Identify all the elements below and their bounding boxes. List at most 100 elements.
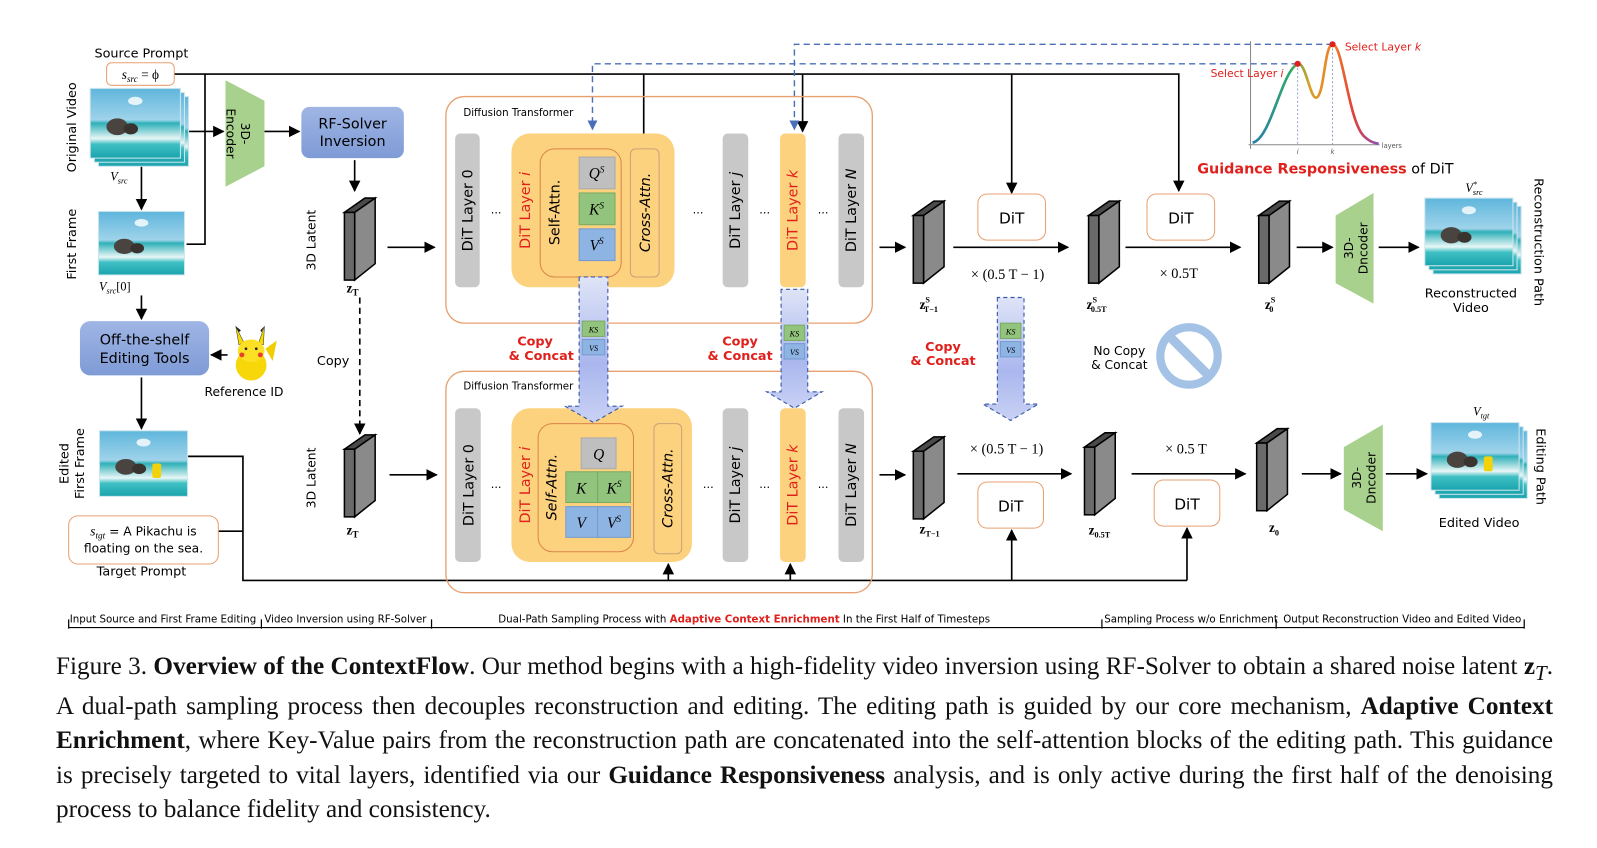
select-layer-k-line <box>789 43 1333 131</box>
pikachu-figure <box>152 463 162 478</box>
k-s-label: KS <box>606 479 622 497</box>
k-s-chip <box>581 320 606 337</box>
no-copy-concat-label: No Copy& Concat <box>1091 344 1148 372</box>
source-prompt-value: ssrc = ϕ <box>122 67 159 84</box>
responsiveness-curve <box>1252 42 1379 146</box>
reconstructed-video-thumbnail <box>1424 197 1522 275</box>
stage-label-dual-path: Dual-Path Sampling Process with Adaptive… <box>498 613 990 625</box>
dit-layer-k-label: DiT Layer k <box>785 444 801 526</box>
reconstruction-path-label: Reconstruction Path <box>1530 178 1545 306</box>
original-video-thumbnail <box>89 87 190 167</box>
caption-term-gr: Guidance Responsiveness <box>608 761 886 789</box>
3d-decoder-reconstruction <box>1335 192 1374 304</box>
editing-path-label: Editing Path <box>1533 428 1548 505</box>
no-entry-icon <box>1156 323 1222 389</box>
edited-first-frame-label: EditedFirst Frame <box>58 428 88 499</box>
pikachu-figure <box>1483 456 1493 472</box>
dt-title: Diffusion Transformer <box>463 381 574 393</box>
3d-encoder <box>225 80 265 187</box>
k-s-chip-label: KS <box>1005 327 1016 336</box>
dit-layer-0-label: DiT Layer 0 <box>462 444 478 526</box>
steps-label: × 0.5T <box>1160 266 1199 282</box>
ellipsis: ... <box>491 478 502 491</box>
z-t-label-bottom: zT <box>346 522 359 539</box>
latent-block <box>910 435 947 521</box>
self-attn-block <box>537 423 634 553</box>
first-frame-label: First Frame <box>65 209 80 280</box>
dt-title: Diffusion Transformer <box>463 107 574 119</box>
original-video-label: Original Video <box>65 82 80 172</box>
v-tgt-label: Vtgt <box>1473 404 1490 420</box>
steps-label: × (0.5 T − 1) <box>971 267 1045 283</box>
v-src0-label: Vsrc[0] <box>99 279 131 295</box>
edited-video-label: Edited Video <box>1439 516 1520 531</box>
latent-blocks <box>341 196 1292 521</box>
reference-id-label: Reference ID <box>204 385 283 399</box>
3d-decoder-editing <box>1343 424 1383 532</box>
dit-step-label: DiT <box>1174 496 1200 514</box>
caption-text: . A dual-path sampling process then deco… <box>56 653 1553 721</box>
pikachu-reference-image <box>235 326 277 381</box>
latent-block <box>341 196 378 282</box>
ellipsis: ... <box>703 478 714 491</box>
stage-label-output: Output Reconstruction Video and Edited V… <box>1283 613 1521 625</box>
target-prompt-box <box>68 515 219 565</box>
z-t1-label: zT−1 <box>919 521 939 538</box>
caption-title: Overview of the ContextFlow <box>153 653 470 680</box>
v-s-label: VS <box>607 514 621 532</box>
q-s-box <box>578 156 616 190</box>
k-label: K <box>575 480 587 497</box>
ellipsis: ... <box>693 203 704 216</box>
caption-text: , where Key-Value pairs from the reconst… <box>56 727 1553 789</box>
dit-layer-k <box>780 408 806 562</box>
z-t-label-top: zT <box>346 280 359 297</box>
dit-layer-n <box>838 408 865 562</box>
guidance-responsiveness-title: Guidance Responsiveness of DiT <box>1197 161 1453 177</box>
q-label: Q <box>593 446 604 463</box>
copy-label: Copy <box>317 354 350 369</box>
source-prompt-label: Source Prompt <box>94 47 188 62</box>
cross-attn-label: Cross-Attn. <box>660 448 676 528</box>
z-half-label: z0.5T <box>1089 522 1111 539</box>
v-s-chip <box>999 341 1022 358</box>
latent-block <box>1256 199 1292 285</box>
editing-tools-box <box>79 321 210 376</box>
edited-video-thumbnail <box>1430 422 1528 499</box>
dit-layer-j <box>722 133 749 288</box>
latent-block <box>341 433 378 519</box>
first-frame-thumbnail <box>97 210 186 276</box>
dit-layer-n <box>838 133 865 288</box>
cross-attn-label: Cross-Attn. <box>638 173 654 253</box>
v-s-box <box>578 228 616 262</box>
dit-layer-n-label: DiT Layer N <box>844 168 860 252</box>
ellipsis: ... <box>491 203 502 216</box>
v-s-label: VS <box>590 236 604 254</box>
v-s-chip-label: VS <box>589 344 598 353</box>
dit-layer-j-label: DiT Layer j <box>728 172 744 249</box>
latent-block <box>910 199 947 285</box>
copy-concat-label-i: Copy& Concat <box>509 335 574 364</box>
self-attn-label: Self-Attn. <box>545 454 561 521</box>
dit-layer-k-label: DiT Layer k <box>785 169 801 251</box>
cross-attn-block <box>653 423 683 555</box>
k-s-box <box>597 471 631 504</box>
guidance-selection-lines <box>587 43 1333 131</box>
v-s-chip <box>581 339 606 356</box>
stage-label-sampling: Sampling Process w/o Enrichment <box>1104 613 1278 625</box>
copy-concat-label-steps: Copy& Concat <box>910 340 975 369</box>
dit-layer-0-label: DiT Layer 0 <box>461 169 477 251</box>
select-layer-i-line <box>587 63 1298 131</box>
ellipsis: ... <box>759 203 770 216</box>
copy-concat-label-k: Copy& Concat <box>707 335 772 364</box>
v-src-label: Vsrc <box>110 170 128 186</box>
peak-k-marker <box>1329 41 1336 48</box>
v-s-chip <box>783 343 806 360</box>
